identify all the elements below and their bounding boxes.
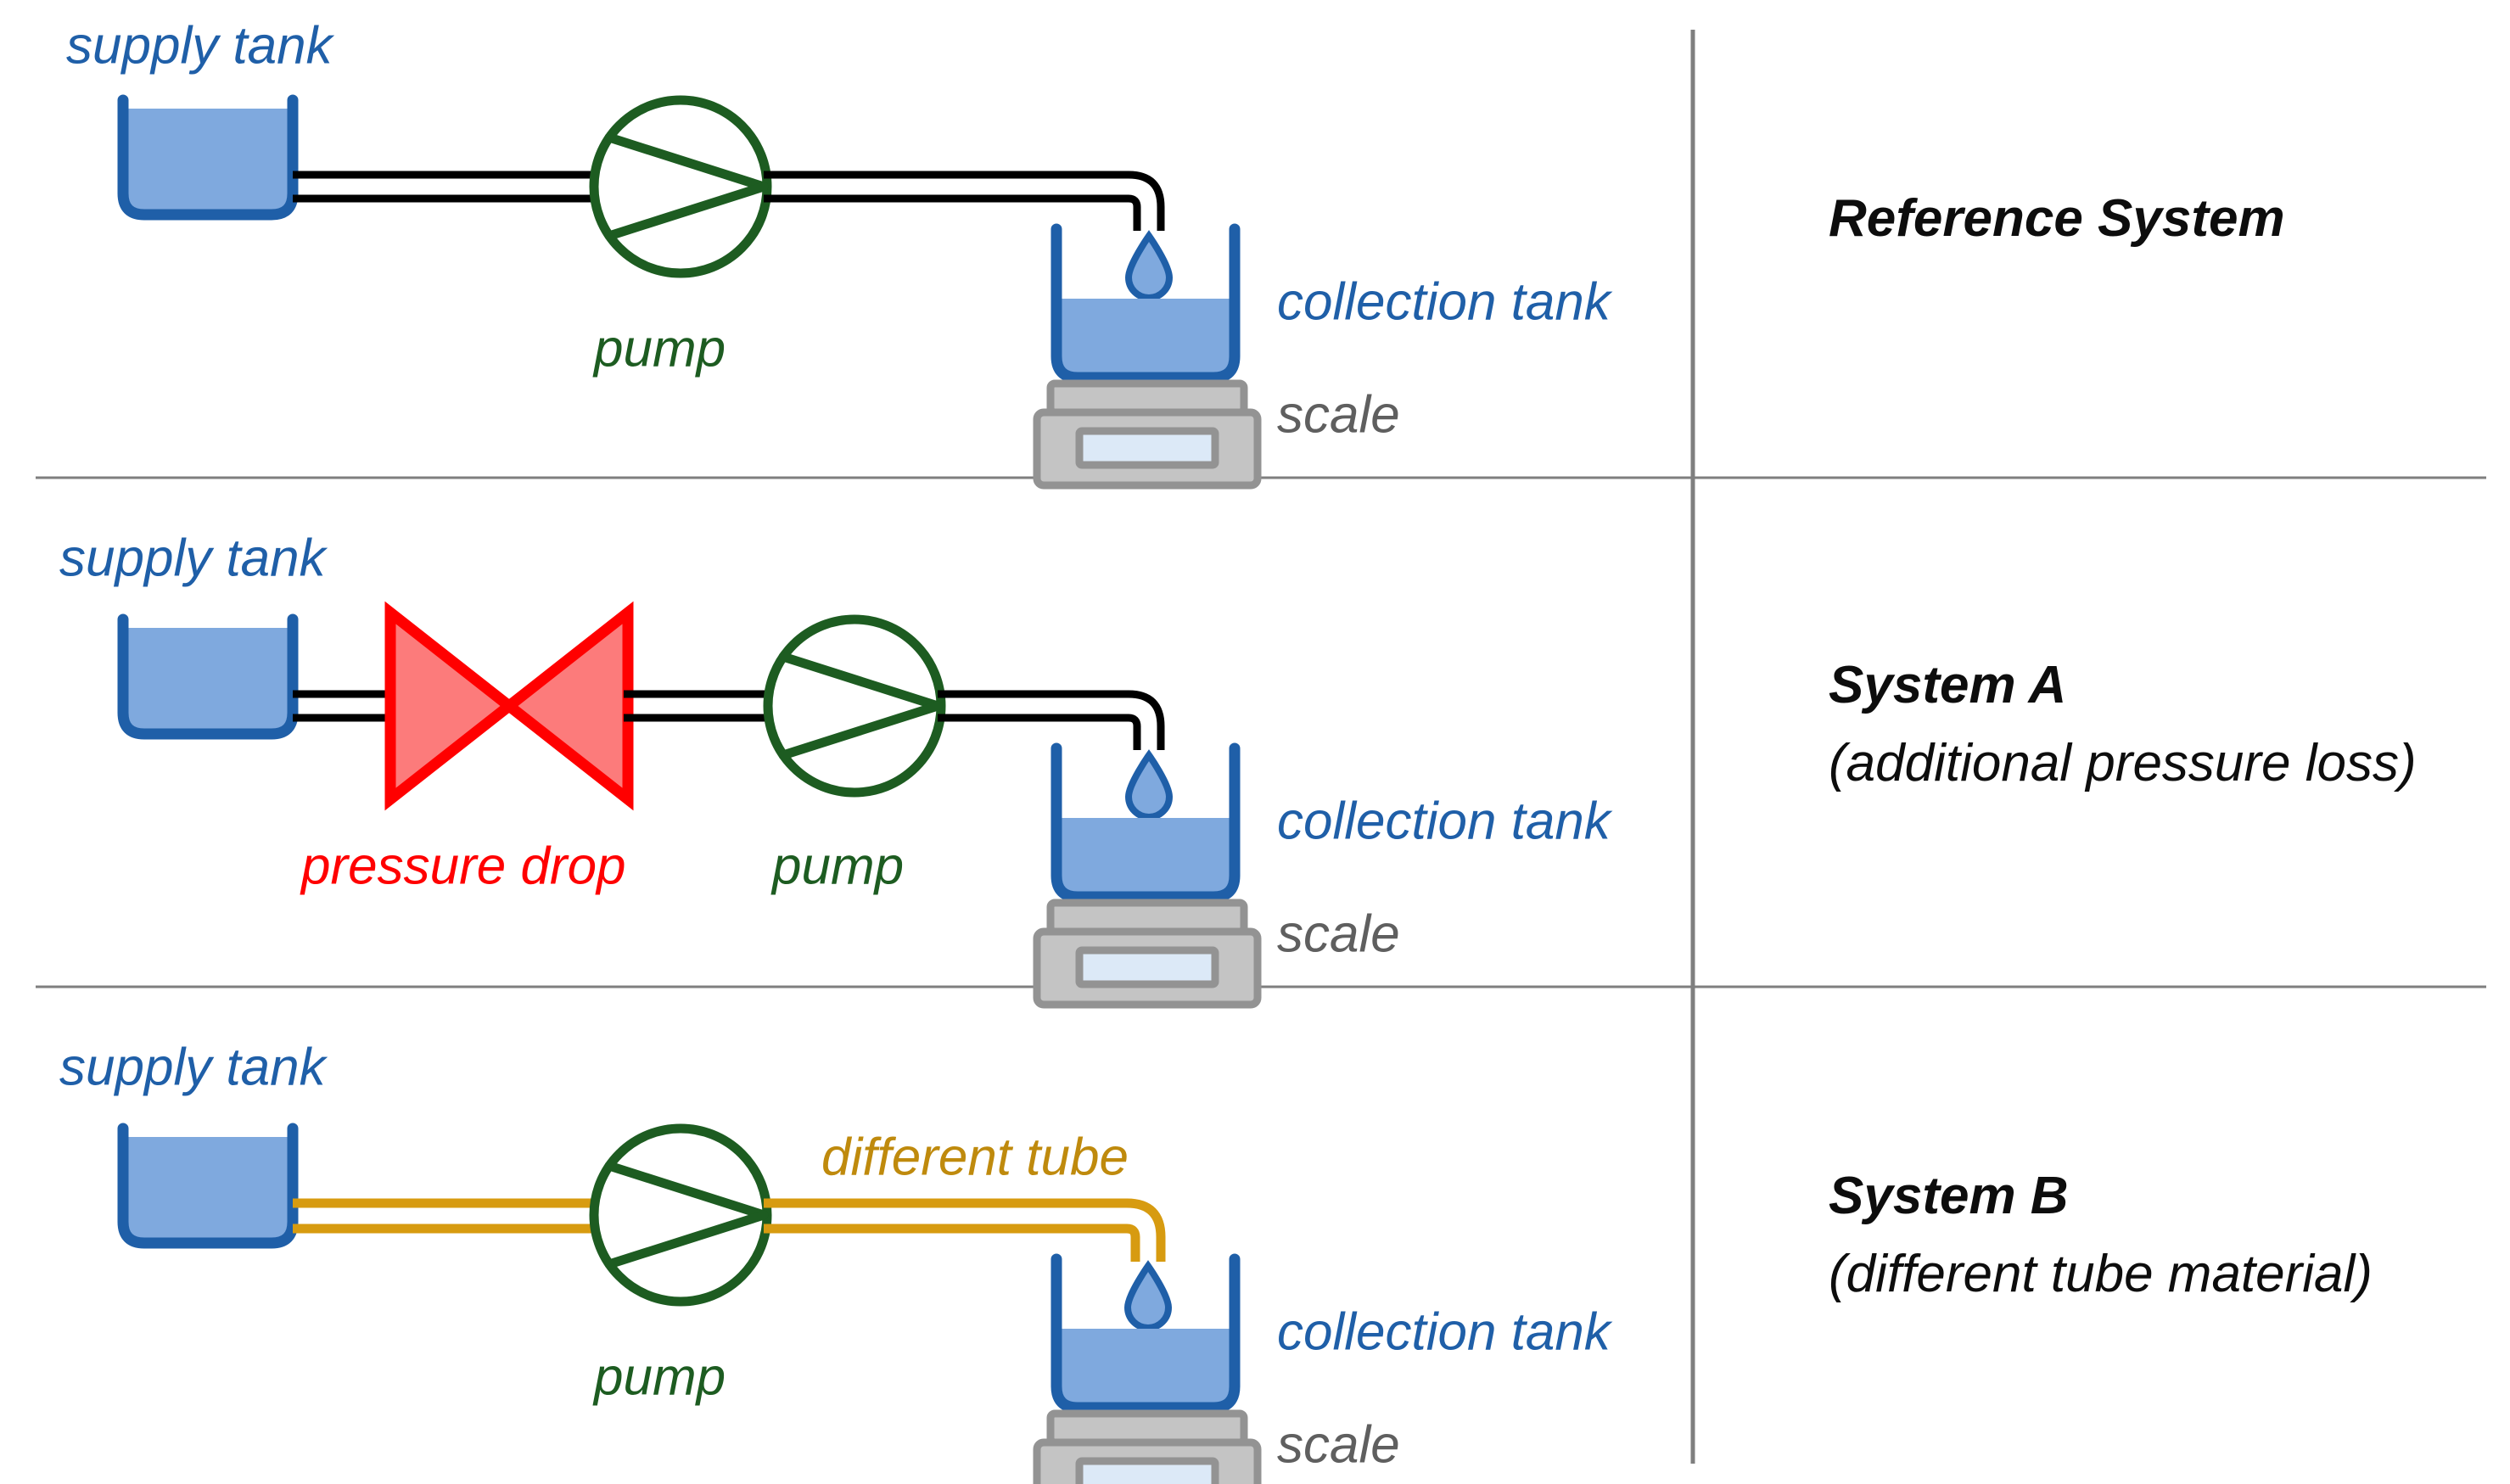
collection-tank-water-row2 [1056, 818, 1235, 897]
collection-tank-outline-row1 [1051, 223, 1241, 384]
row-system-a: supply tank [59, 529, 2417, 1009]
pump-symbol-row2 [763, 614, 946, 798]
different-tube-label-row3: different tube [821, 1128, 1129, 1186]
pump-vane-upper-row3 [604, 1161, 769, 1220]
pipe-supply-to-valve-row2 [293, 690, 399, 722]
valve-left-triangle-row2 [384, 601, 518, 811]
supply-tank-outline-row3 [117, 1123, 299, 1249]
scale-display-row1 [1075, 427, 1219, 469]
water-droplet-row2 [1124, 749, 1174, 820]
system-title-b: System B [1829, 1167, 2069, 1225]
supply-tank-label-row2: supply tank [59, 529, 328, 587]
pump-symbol-row3 [589, 1123, 772, 1307]
scale-platform-row1 [1046, 379, 1248, 417]
supply-tank-row2 [117, 613, 299, 740]
supply-tank-row1 [117, 94, 299, 221]
pump-circle-row3 [589, 1123, 772, 1307]
supply-tank-water-row3 [123, 1137, 293, 1243]
collection-tank-label-row2: collection tank [1277, 792, 1613, 850]
collection-tank-outline-row3 [1051, 1253, 1241, 1414]
tube-supply-to-pump-row3 [293, 1198, 594, 1234]
pressure-drop-valve-row2 [384, 601, 634, 811]
scale-row2 [1033, 899, 1262, 1009]
pressure-drop-label-row2: pressure drop [300, 837, 626, 895]
supply-tank-water-row2 [123, 628, 293, 734]
pipe-supply-to-pump-row1 [293, 171, 594, 203]
scale-label-row2: scale [1277, 904, 1400, 963]
collection-tank-row1 [1051, 223, 1241, 384]
pump-vane-upper-row2 [778, 652, 943, 711]
supply-tank-outline-row1 [117, 94, 299, 221]
supply-tank-label-row1: supply tank [66, 16, 335, 75]
pump-vane-lower-row1 [604, 182, 769, 241]
system-title-reference: Reference System [1829, 189, 2285, 248]
valve-right-triangle-row2 [500, 601, 634, 811]
scale-display-row2 [1075, 946, 1219, 988]
pump-label-row2: pump [770, 837, 904, 895]
supply-tank-label-row3: supply tank [59, 1038, 328, 1096]
pump-vane-lower-row3 [604, 1210, 769, 1269]
scale-label-row3: scale [1277, 1415, 1400, 1474]
system-subtitle-b: (different tube material) [1829, 1245, 2373, 1303]
collection-tank-water-row1 [1056, 299, 1235, 378]
row-system-b: supply tank [59, 1038, 2373, 1484]
system-title-a: System A [1829, 656, 2066, 714]
pump-symbol-row1 [589, 95, 772, 278]
scale-label-row1: scale [1277, 385, 1400, 444]
water-droplet-row1 [1124, 230, 1174, 301]
pipe-pump-to-outlet-row1 [764, 171, 1165, 231]
pipe-pump-to-outlet-row2 [938, 690, 1165, 750]
scale-display-row3 [1075, 1457, 1219, 1484]
collection-tank-label-row1: collection tank [1277, 272, 1613, 331]
scale-platform-row3 [1046, 1409, 1248, 1447]
collection-tank-outline-row2 [1051, 742, 1241, 903]
pipe-valve-to-pump-row2 [624, 690, 768, 722]
water-droplet-row3 [1123, 1260, 1173, 1331]
collection-tank-label-row3: collection tank [1277, 1302, 1613, 1361]
pump-label-row3: pump [592, 1347, 726, 1406]
collection-tank-row2 [1051, 742, 1241, 903]
scale-row1 [1033, 379, 1262, 490]
supply-tank-row3 [117, 1123, 299, 1249]
pump-vane-upper-row1 [604, 132, 769, 192]
pump-circle-row2 [763, 614, 946, 798]
tube-pump-to-outlet-row3 [764, 1198, 1166, 1262]
pump-vane-lower-row2 [778, 701, 943, 760]
collection-tank-water-row3 [1056, 1329, 1235, 1408]
pump-circle-row1 [589, 95, 772, 278]
supply-tank-outline-row2 [117, 613, 299, 740]
scale-row3 [1033, 1409, 1262, 1484]
supply-tank-water-row1 [123, 109, 293, 215]
scale-platform-row2 [1046, 899, 1248, 936]
collection-tank-row3 [1051, 1253, 1241, 1414]
row-reference-system: supply tank [66, 16, 2285, 490]
system-subtitle-a: (additional pressure loss) [1829, 734, 2417, 792]
pump-label-row1: pump [592, 319, 726, 378]
